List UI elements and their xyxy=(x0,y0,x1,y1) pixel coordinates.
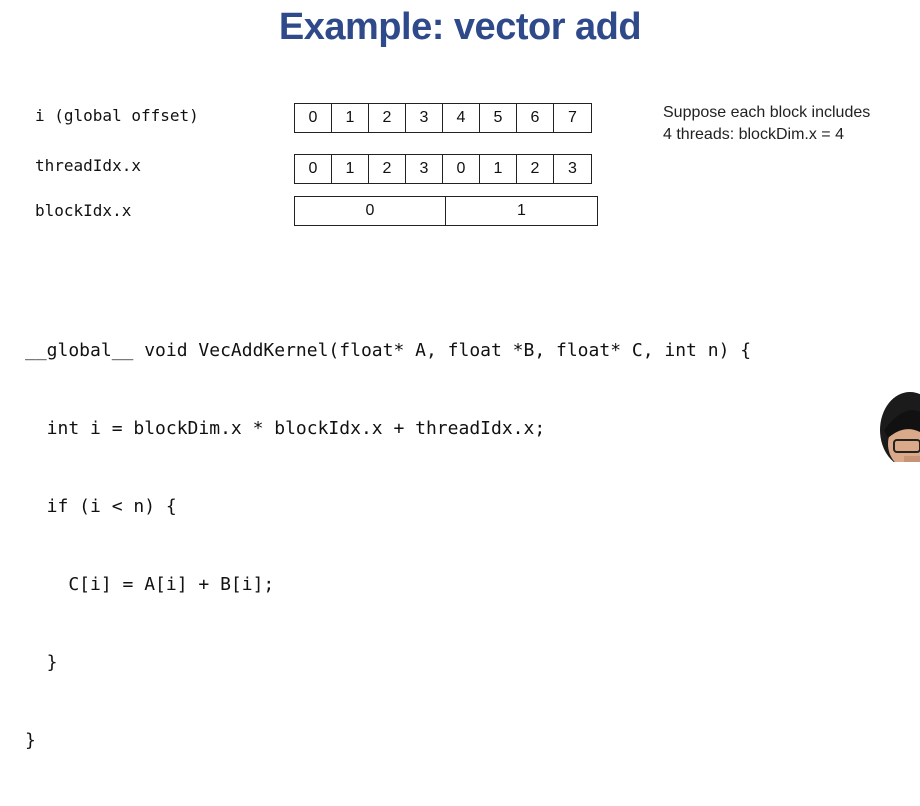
note-line-1: Suppose each block includes xyxy=(663,104,871,121)
code-line: __global__ void VecAddKernel(float* A, f… xyxy=(25,340,752,361)
threadidx-cell: 3 xyxy=(406,155,443,183)
note-line-2: 4 threads: blockDim.x = 4 xyxy=(663,126,844,143)
global-offset-cell: 3 xyxy=(406,104,443,132)
global-offset-cell: 2 xyxy=(369,104,406,132)
threadidx-cell: 2 xyxy=(369,155,406,183)
block-size-note: Suppose each block includes 4 threads: b… xyxy=(663,102,870,146)
threadidx-cell: 2 xyxy=(517,155,554,183)
global-offset-cell: 7 xyxy=(568,109,577,126)
row-label-blockidx: blockIdx.x xyxy=(35,201,132,220)
global-offset-cell: 1 xyxy=(332,104,369,132)
blockidx-array: 0 1 xyxy=(294,196,598,226)
blockidx-cell: 0 xyxy=(295,197,446,225)
presenter-icon xyxy=(880,392,920,462)
code-line: C[i] = A[i] + B[i]; xyxy=(25,574,275,595)
threadidx-cell: 3 xyxy=(568,160,577,177)
global-offset-array: 0 1 2 3 4 5 6 7 xyxy=(294,103,592,133)
kernel-code-block: __global__ void VecAddKernel(float* A, f… xyxy=(25,286,751,806)
row-label-global-offset: i (global offset) xyxy=(35,106,199,125)
slide: Example: vector add i (global offset) 0 … xyxy=(25,6,920,751)
threadidx-array: 0 1 2 3 0 1 2 3 xyxy=(294,154,592,184)
global-offset-cell: 6 xyxy=(517,104,554,132)
blockidx-cell: 1 xyxy=(517,202,526,219)
presenter-video-overlay xyxy=(874,352,920,462)
threadidx-cell: 1 xyxy=(480,155,517,183)
global-offset-cell: 5 xyxy=(480,104,517,132)
code-line: if (i < n) { xyxy=(25,496,177,517)
code-line: } xyxy=(25,652,58,673)
code-line: } xyxy=(25,730,36,751)
threadidx-cell: 0 xyxy=(443,155,480,183)
slide-title: Example: vector add xyxy=(278,6,642,48)
row-label-threadidx: threadIdx.x xyxy=(35,156,141,175)
global-offset-cell: 0 xyxy=(295,104,332,132)
code-line: int i = blockDim.x * blockIdx.x + thread… xyxy=(25,418,546,439)
threadidx-cell: 0 xyxy=(295,155,332,183)
threadidx-cell: 1 xyxy=(332,155,369,183)
global-offset-cell: 4 xyxy=(443,104,480,132)
